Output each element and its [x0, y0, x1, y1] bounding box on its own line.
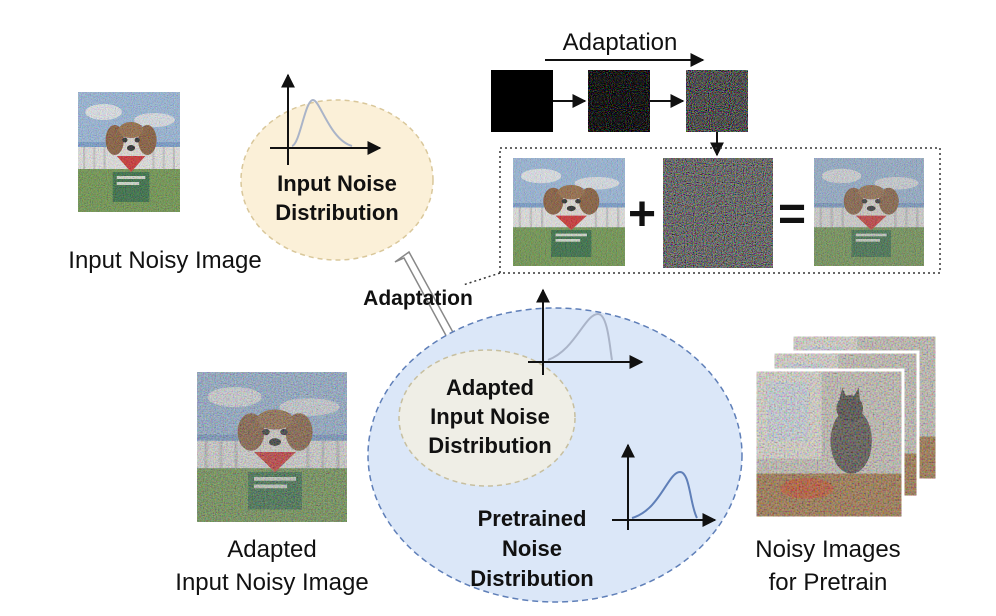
- adapted-image-label-2: Input Noisy Image: [175, 569, 368, 596]
- noise-stage-2: [588, 70, 650, 132]
- composition-input-image: [513, 158, 625, 266]
- input-noise-dist-label-1: Input Noise: [277, 171, 397, 196]
- input-noisy-image: [78, 92, 180, 212]
- input-distribution-curve: [291, 98, 353, 147]
- input-noisy-image-label: Input Noisy Image: [68, 247, 261, 274]
- pretrain-image-stack: [753, 333, 939, 520]
- composition-noise-pattern: [663, 158, 773, 268]
- pretrained-dist-label-3: Distribution: [470, 566, 593, 591]
- adapted-image-label-1: Adapted: [227, 536, 316, 563]
- adapted-dist-label-2: Input Noise: [430, 404, 550, 429]
- adapted-distribution-axes: [528, 288, 644, 375]
- plus-sign: +: [628, 188, 656, 241]
- composition-leader: [462, 272, 501, 286]
- pretrained-dist-label-1: Pretrained: [478, 506, 587, 531]
- pretrain-images-label-2: for Pretrain: [769, 569, 888, 596]
- pretrained-distribution-axes: [612, 443, 717, 530]
- pretrain-images-label-1: Noisy Images: [755, 536, 900, 563]
- adaptation-top-label: Adaptation: [563, 29, 678, 56]
- equals-sign: =: [778, 188, 806, 241]
- adapted-dist-label-3: Distribution: [428, 433, 551, 458]
- adapted-input-noisy-image: [197, 372, 347, 522]
- adaptation-mid-label: Adaptation: [363, 287, 473, 310]
- adapted-distribution-ellipse: [398, 349, 576, 487]
- composition-output-image: [814, 158, 924, 266]
- input-noise-dist-label-2: Distribution: [275, 200, 398, 225]
- composition-box: [499, 147, 941, 274]
- adapted-distribution-curve: [547, 312, 613, 361]
- pretrained-dist-label-2: Noise: [502, 536, 562, 561]
- noise-stage-1: [491, 70, 553, 132]
- input-distribution-axes: [270, 73, 382, 165]
- pretrained-distribution-curve: [631, 470, 698, 519]
- noise-stage-3: [686, 70, 748, 132]
- adapted-dist-label-1: Adapted: [446, 375, 534, 400]
